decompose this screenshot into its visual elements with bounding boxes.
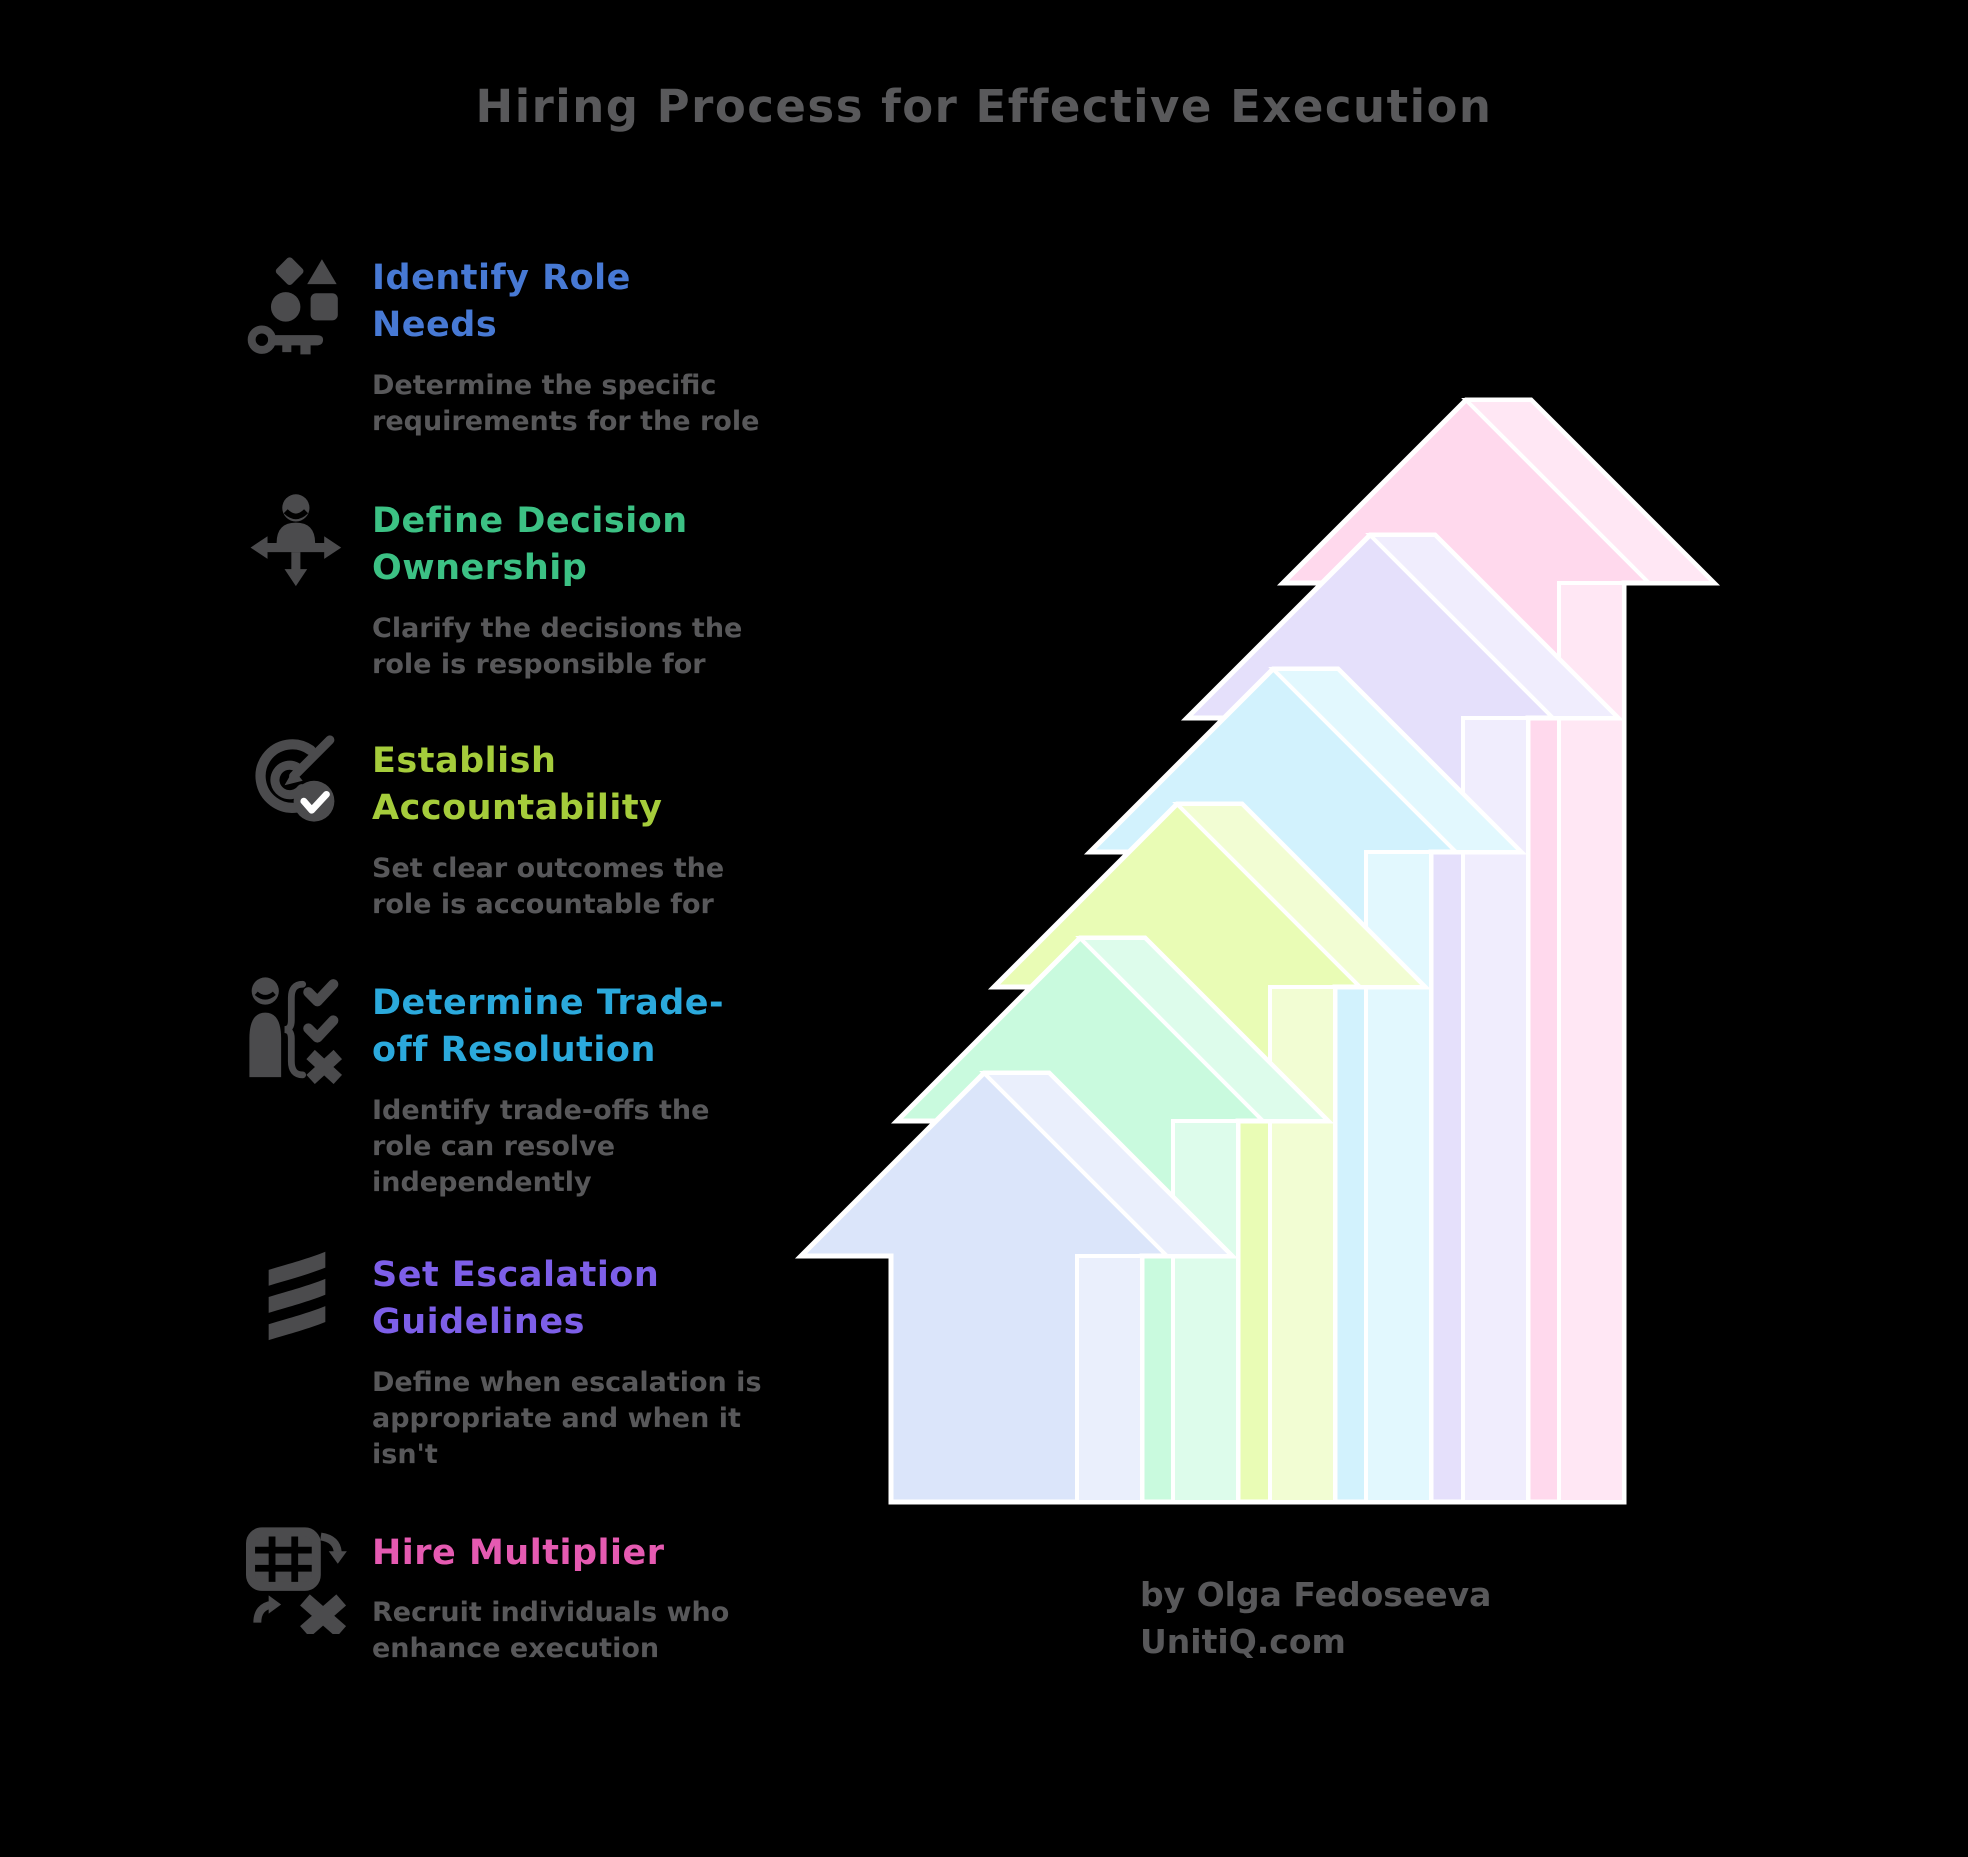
step-title: Hire Multiplier [372, 1533, 665, 1573]
step-description: Define when escalation is appropriate an… [372, 1366, 762, 1470]
step-description: Clarify the decisions the role is respon… [372, 612, 743, 680]
step-description: Set clear outcomes the role is accountab… [372, 852, 725, 920]
step-title: Set Escalation Guidelines [372, 1255, 660, 1343]
stacked-layers-icon [246, 1246, 348, 1356]
credit: by Olga Fedoseeva UnitiQ.com [1140, 1572, 1491, 1666]
step-description: Determine the specific requirements for … [372, 369, 760, 437]
step-title: Identify Role Needs [372, 258, 631, 346]
step-description: Identify trade-offs the role can resolve… [372, 1094, 710, 1198]
person-checklist-icon [246, 974, 348, 1085]
credit-author: by Olga Fedoseeva [1140, 1575, 1492, 1614]
grid-multiply-icon [246, 1524, 348, 1638]
step-title: Determine Trade- off Resolution [372, 983, 725, 1071]
person-direction-arrows-icon [246, 492, 348, 602]
arrow-role-needs [794, 1070, 1239, 1505]
step-title: Establish Accountability [372, 741, 663, 829]
target-check-icon [246, 732, 348, 842]
key-shapes-icon [246, 249, 348, 359]
page-title: Hiring Process for Effective Execution [475, 80, 1493, 133]
credit-site: UnitiQ.com [1140, 1621, 1346, 1661]
step-description: Recruit individuals who enhance executio… [372, 1597, 730, 1665]
step-title: Define Decision Ownership [372, 501, 688, 589]
